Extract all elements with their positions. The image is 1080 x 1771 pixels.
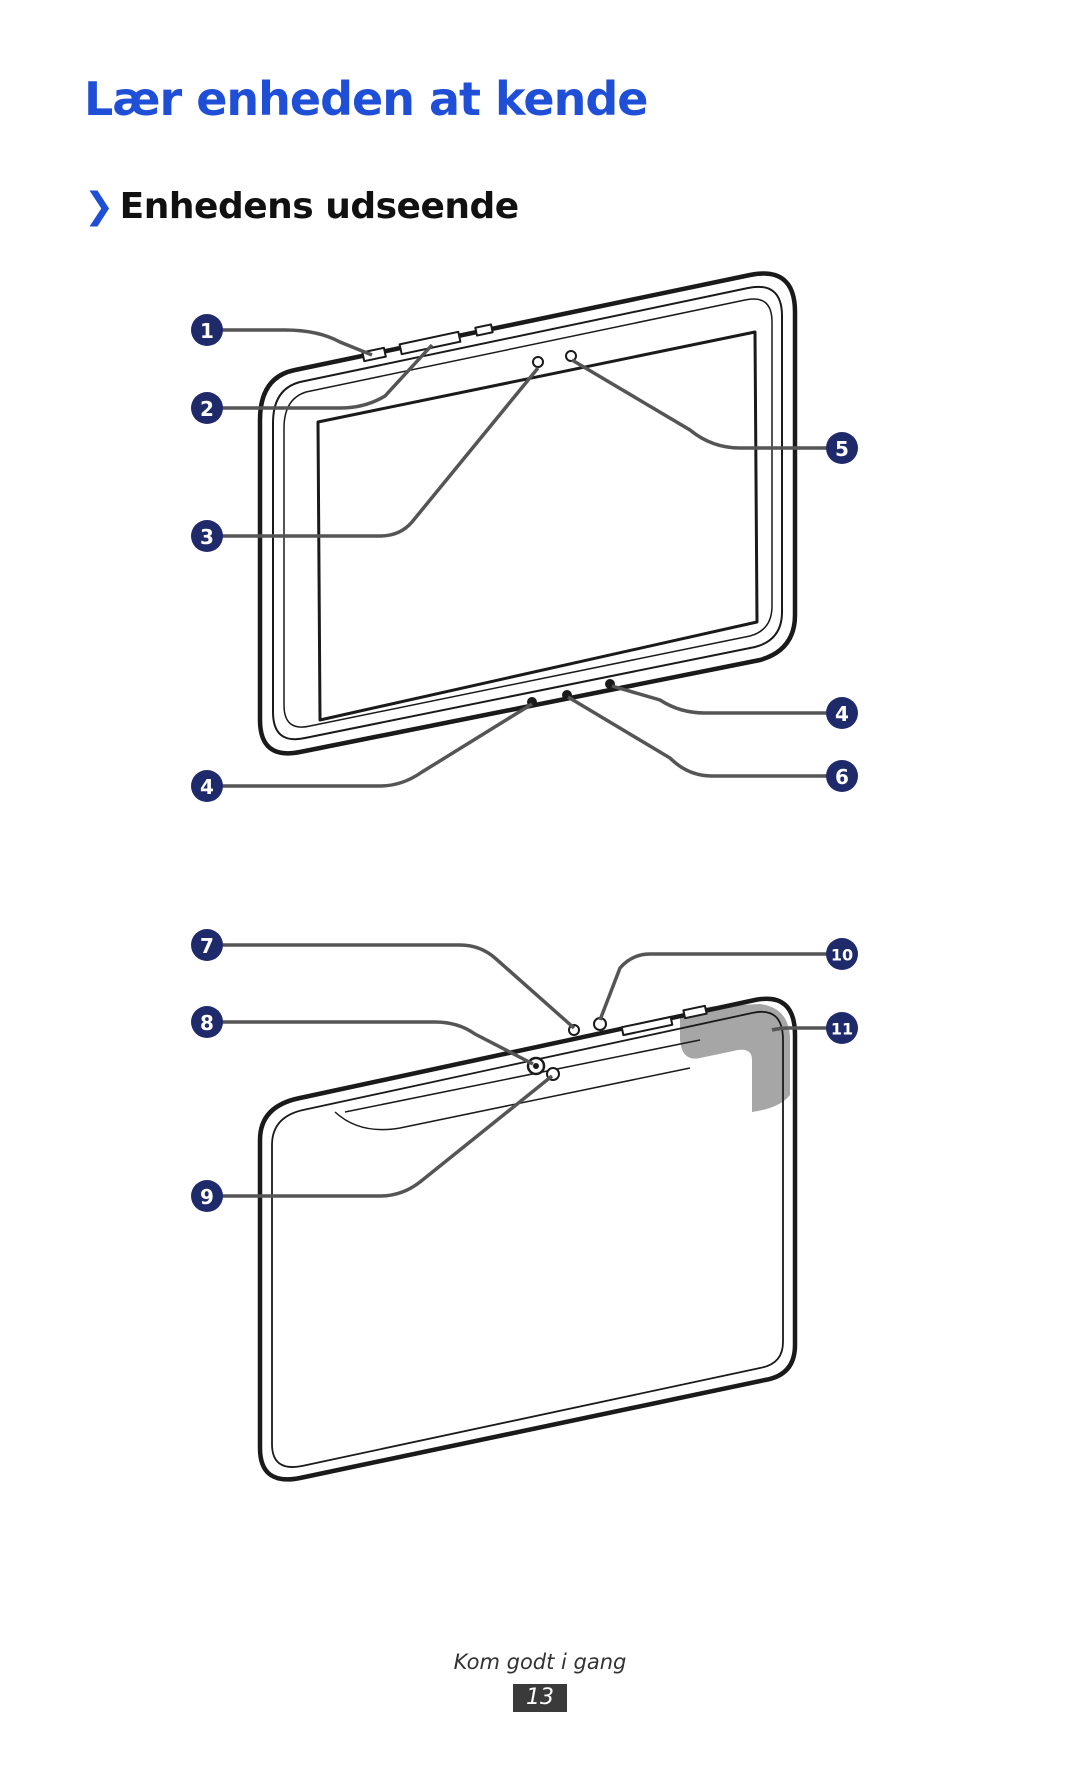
footer-label: Kom godt i gang bbox=[453, 1650, 627, 1674]
callout-4-right: 4 bbox=[826, 697, 858, 729]
svg-text:4: 4 bbox=[835, 702, 849, 726]
callout-4-left: 4 bbox=[191, 770, 223, 802]
svg-text:9: 9 bbox=[200, 1185, 214, 1209]
callout-11: 11 bbox=[826, 1012, 858, 1044]
svg-text:11: 11 bbox=[831, 1020, 853, 1039]
svg-text:2: 2 bbox=[200, 397, 214, 421]
svg-text:7: 7 bbox=[200, 934, 214, 958]
svg-text:6: 6 bbox=[835, 765, 849, 789]
callout-10: 10 bbox=[826, 938, 858, 970]
svg-text:3: 3 bbox=[200, 525, 214, 549]
callout-8: 8 bbox=[191, 1006, 223, 1038]
callout-5: 5 bbox=[826, 432, 858, 464]
callout-1: 1 bbox=[191, 314, 223, 346]
chevron-right-icon: ❯ bbox=[84, 186, 114, 227]
svg-text:8: 8 bbox=[200, 1011, 214, 1035]
svg-text:10: 10 bbox=[831, 946, 853, 965]
page-title: Lær enheden at kende bbox=[84, 72, 648, 126]
svg-text:4: 4 bbox=[200, 775, 214, 799]
tablet-back-view bbox=[257, 996, 798, 1482]
tablet-front-view bbox=[257, 271, 798, 756]
svg-text:5: 5 bbox=[835, 437, 849, 461]
callout-6: 6 bbox=[826, 760, 858, 792]
leader-lines-front bbox=[220, 328, 842, 788]
callout-2: 2 bbox=[191, 392, 223, 424]
highlight-region bbox=[680, 1004, 790, 1112]
section-title-text: Enhedens udseende bbox=[119, 186, 520, 227]
section-title: ❯Enhedens udseende bbox=[84, 186, 519, 227]
page-number: 13 bbox=[513, 1684, 567, 1712]
callout-3: 3 bbox=[191, 520, 223, 552]
svg-text:1: 1 bbox=[200, 319, 214, 343]
callout-9: 9 bbox=[191, 1180, 223, 1212]
leader-lines-back bbox=[220, 943, 842, 1198]
callout-7: 7 bbox=[191, 929, 223, 961]
